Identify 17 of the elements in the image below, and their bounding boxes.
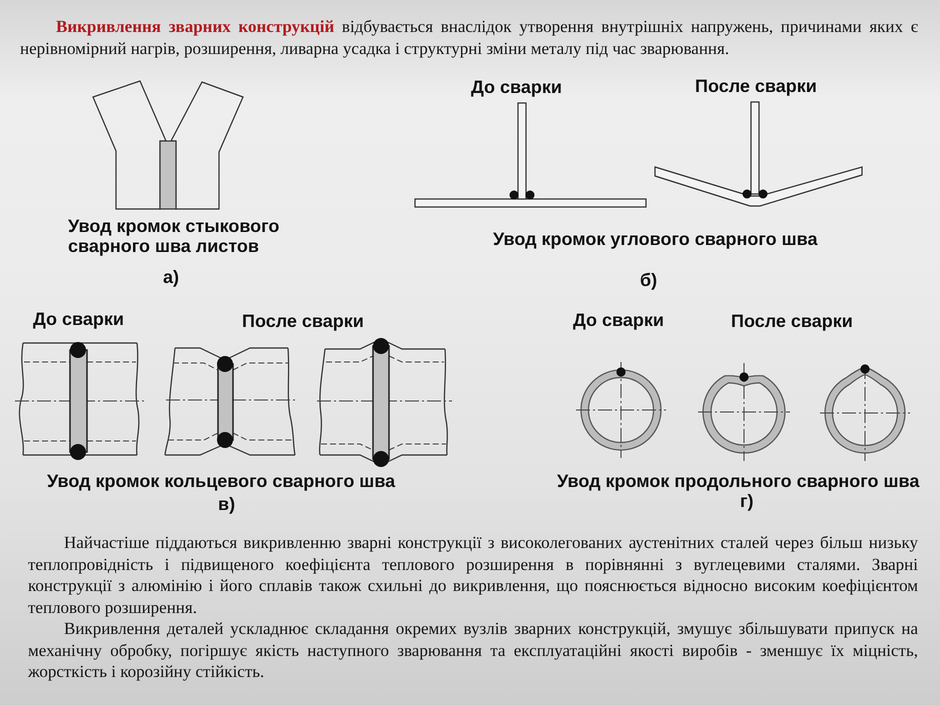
stage-caption: До сварки xyxy=(33,309,124,329)
stage-caption: После сварки xyxy=(695,76,817,96)
paragraph: Найчастіше піддаються викривленню зварні конструкції з високолегованих аустенітних сталей через більш низьку теплопровідність і підвищеного коефіцієнта теплового розширення в порівнянні з вуглецевими сталями. Зварні конструкції з алюмінію і його сплавів також схильні до викривлення, що пояснюється відносно високим коефіцієнтом теплового розширення. xyxy=(28,532,918,618)
stage-caption: До сварки xyxy=(471,77,562,97)
stage-caption: После сварки xyxy=(242,311,364,331)
stage-caption: После сварки xyxy=(731,311,853,331)
intro-paragraph: Викривлення зварних конструкцій відбувається внаслідок утворення внутрішніх напружень, причинами яких є нерівномірний нагрів, розширення, ливарна усадка і структурні зміни металу під час зварювання. xyxy=(20,16,918,60)
paragraph: Викривлення деталей ускладнює складання окремих вузлів зварних конструкцій, змушує збільшувати припуск на механічну обробку, погіршує якість наступного зварювання та експлуатаційні якості виробів - зменшує їх міцність, жорсткість і корозійну стійкість. xyxy=(28,618,918,683)
figure-caption: Увод кромок продольного сварного шва xyxy=(557,471,920,491)
panel-label: б) xyxy=(640,270,658,290)
stage-caption: До сварки xyxy=(573,310,664,330)
panel-label: г) xyxy=(740,491,754,511)
figure-caption: Увод кромок стыкового сварного шва листов xyxy=(68,216,280,256)
figure-caption: Увод кромок кольцевого сварного шва xyxy=(47,471,396,491)
panel-label: а) xyxy=(163,267,180,287)
figure-caption: Увод кромок углового сварного шва xyxy=(493,229,818,249)
panel-label: в) xyxy=(218,494,236,514)
